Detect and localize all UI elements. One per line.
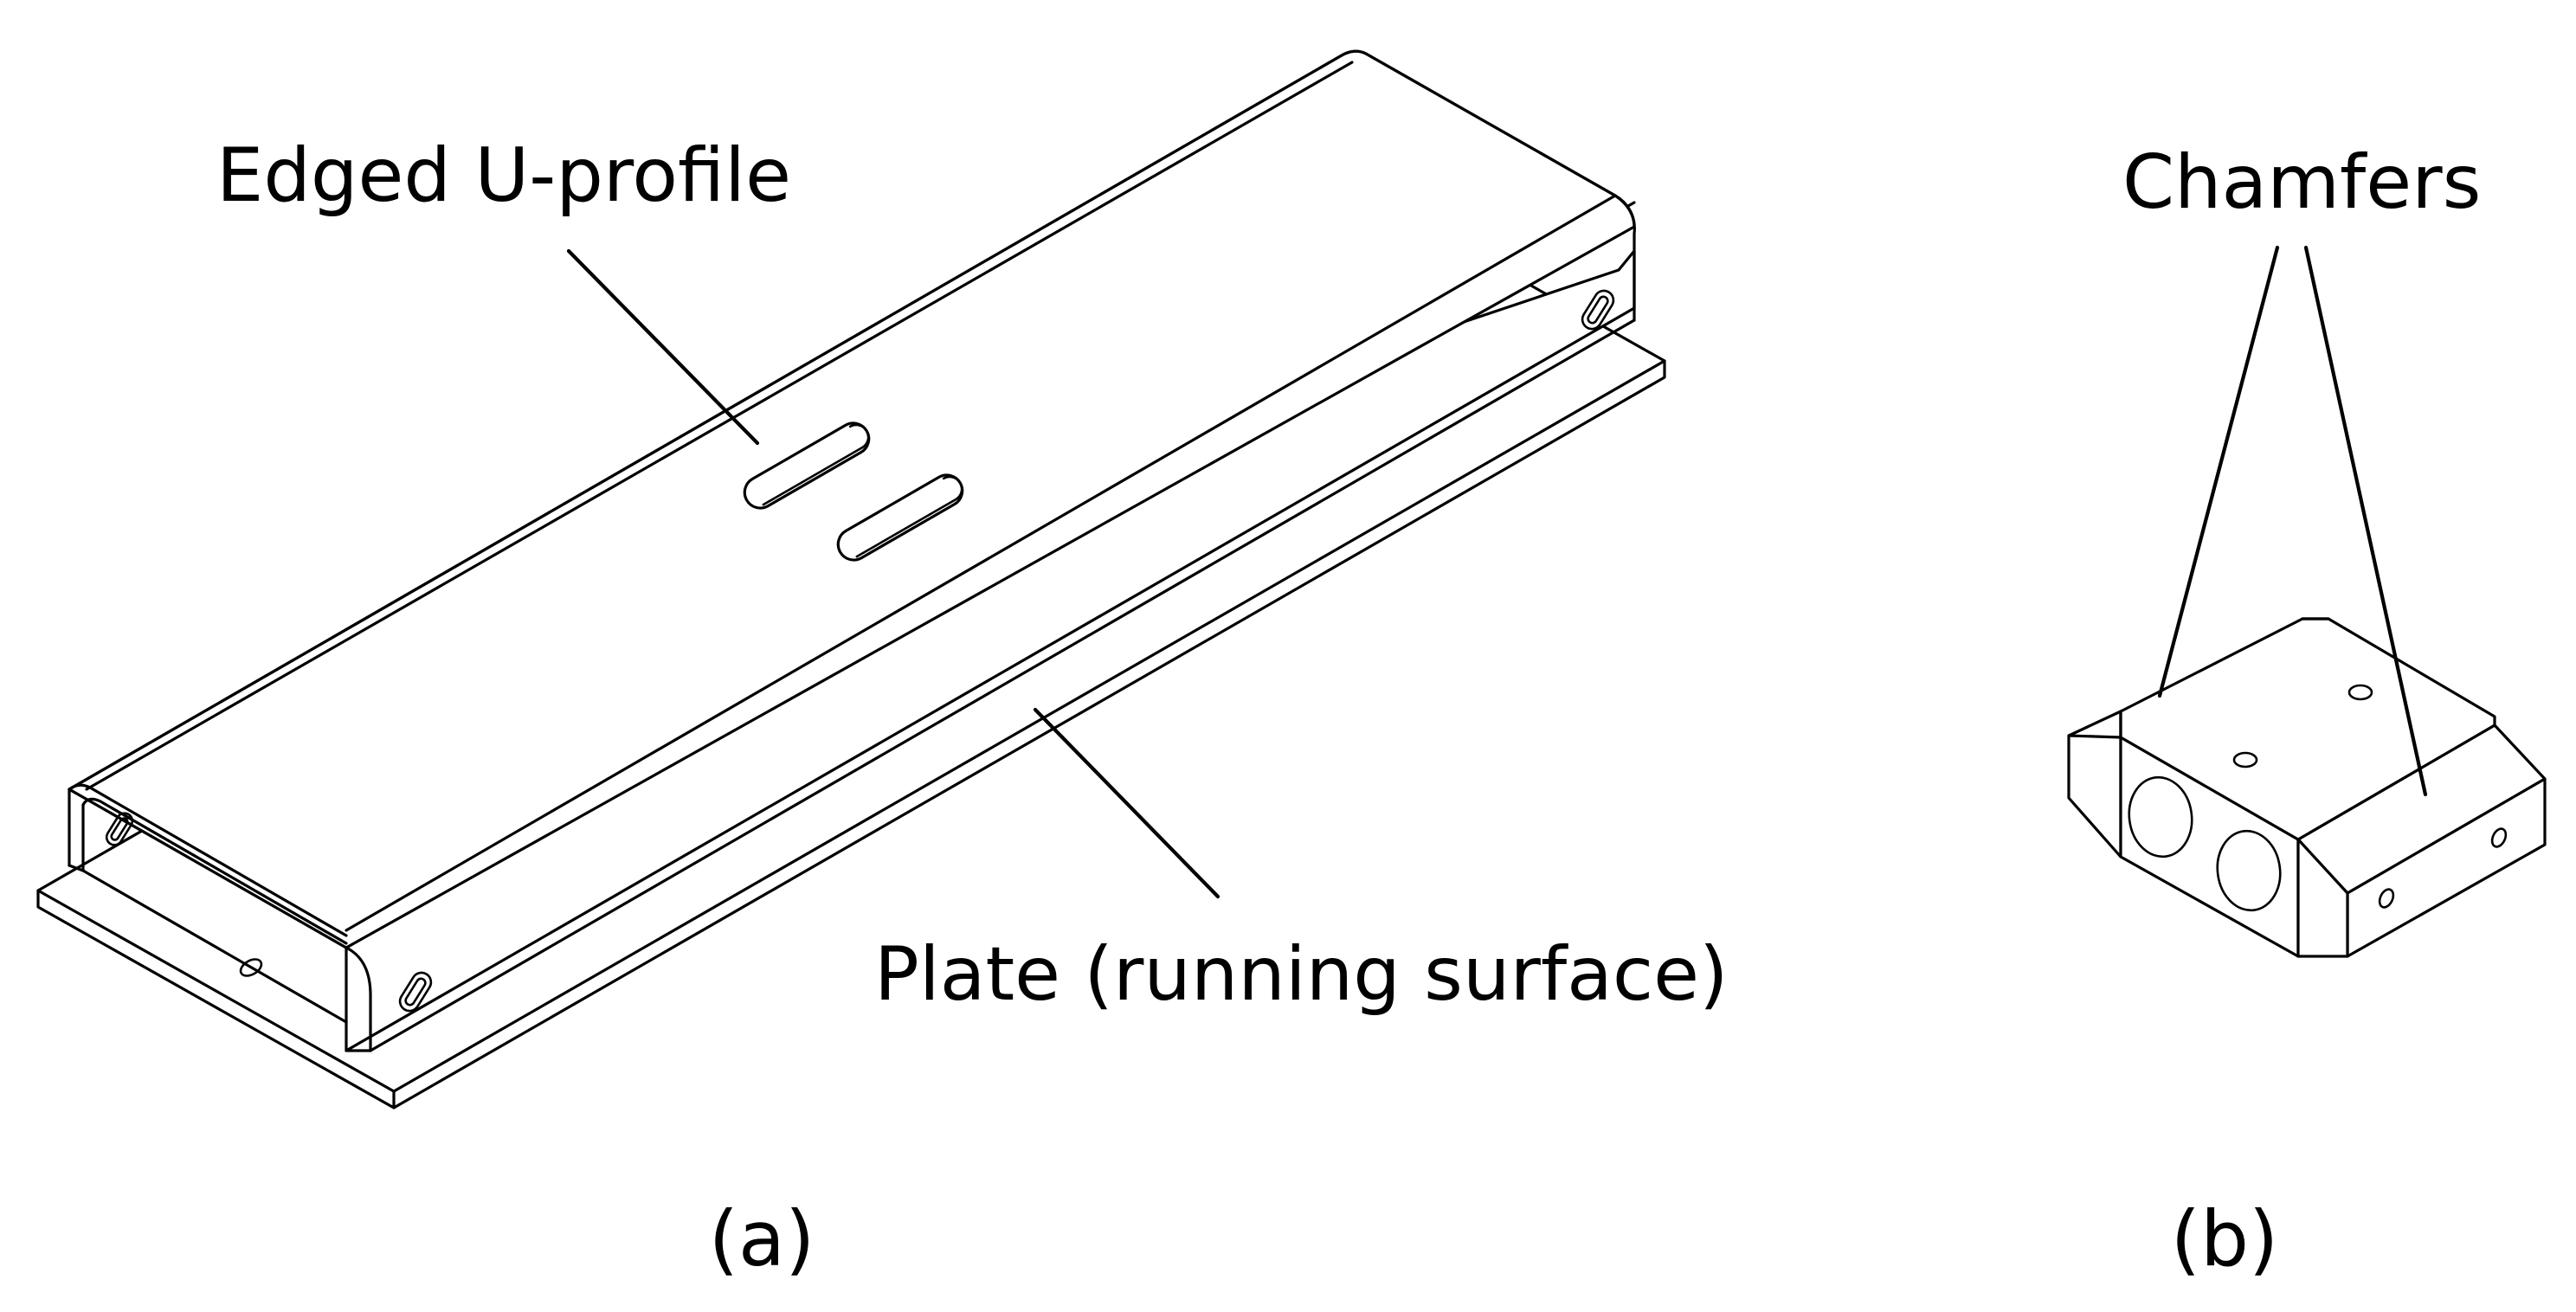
- top-hole-1: [2232, 751, 2258, 769]
- side-hole-1: [2378, 888, 2395, 909]
- side-wall-slots: [105, 289, 1615, 1013]
- side-hole-2: [2490, 827, 2508, 848]
- bottom-chamfer: [2296, 838, 2349, 958]
- top-slots: [743, 421, 964, 562]
- caption-b: (b): [2171, 1194, 2279, 1283]
- plate-label: Plate (running surface): [874, 931, 1729, 1018]
- u-profile-open-end: [68, 783, 348, 1024]
- bore-left: [2128, 775, 2193, 859]
- chamfer-leader-left: [2157, 245, 2280, 698]
- u-profile-drawing: [36, 49, 1666, 1109]
- chamfers-label: Chamfers: [2122, 139, 2481, 226]
- caption-a: (a): [709, 1194, 815, 1283]
- chamfer-leader-right: [2303, 245, 2428, 797]
- u-profile-top: [68, 49, 1636, 949]
- chamfered-block-drawing: [2067, 617, 2547, 958]
- plate-leader: [1033, 707, 1220, 899]
- u-profile-label: Edged U-profile: [216, 132, 791, 219]
- left-chamfer-face: [2067, 710, 2122, 859]
- bore-right: [2216, 829, 2282, 912]
- plate-hole: [239, 958, 263, 977]
- top-hole-2: [2347, 684, 2373, 701]
- u-profile-leader: [566, 248, 760, 446]
